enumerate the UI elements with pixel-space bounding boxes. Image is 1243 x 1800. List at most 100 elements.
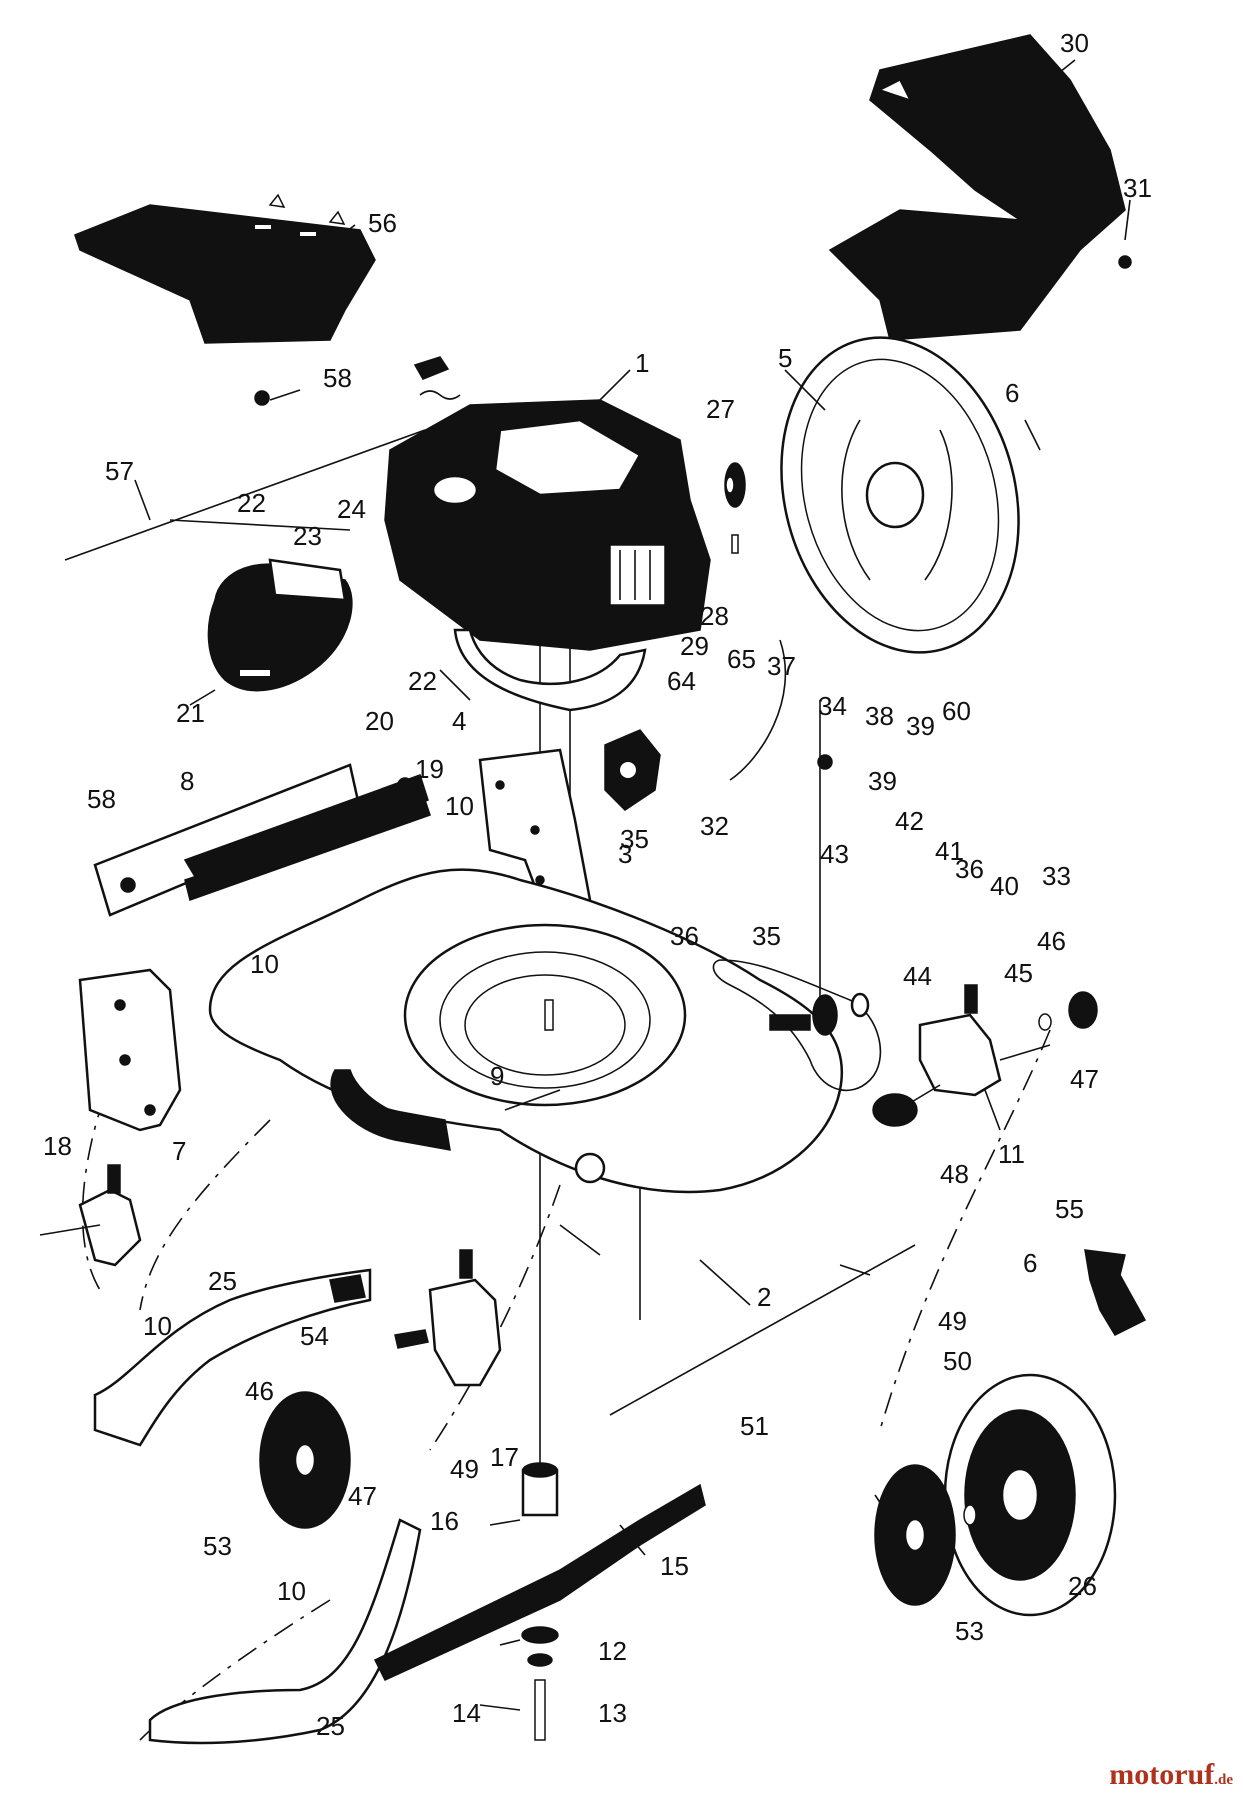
callout-label: 25 — [316, 1711, 345, 1741]
callout-label: 49 — [450, 1454, 479, 1484]
callout-label: 6 — [1023, 1248, 1037, 1278]
callout-label: 31 — [1123, 173, 1152, 203]
adjuster-plate-part-3 — [604, 729, 661, 811]
callout-label: 32 — [700, 811, 729, 841]
callout-label: 46 — [245, 1376, 274, 1406]
callout-label: 17 — [490, 1442, 519, 1472]
callout-label: 11 — [998, 1139, 1025, 1169]
callout-label: 33 — [1042, 861, 1071, 891]
callout-label: 30 — [1060, 28, 1089, 58]
grass-bag-cover — [74, 193, 376, 344]
callout-label: 48 — [940, 1159, 969, 1189]
drive-belt-and-gears — [712, 959, 1098, 1127]
callout-label: 46 — [1037, 926, 1066, 956]
blade-assembly — [373, 1462, 706, 1741]
callout-label: 36 — [955, 854, 984, 884]
callout-label: 12 — [598, 1636, 627, 1666]
callout-label: 29 — [680, 631, 709, 661]
callout-label: 16 — [430, 1506, 459, 1536]
callout-leader-lines — [134, 59, 1131, 1711]
watermark-brand: motoruf — [1109, 1758, 1215, 1791]
callout-label: 43 — [820, 839, 849, 869]
callout-label: 23 — [293, 521, 322, 551]
callout-label: 45 — [1004, 958, 1033, 988]
callout-label: 18 — [43, 1131, 72, 1161]
axle-assemblies — [39, 984, 1051, 1387]
callout-label: 47 — [348, 1481, 377, 1511]
callout-label: 39 — [868, 766, 897, 796]
callout-label: 9 — [490, 1061, 504, 1091]
callout-label: 40 — [990, 871, 1019, 901]
callout-label: 57 — [105, 456, 134, 486]
callout-label: 53 — [955, 1616, 984, 1646]
callout-label: 22 — [237, 488, 266, 518]
callout-label: 14 — [452, 1698, 481, 1728]
callout-label: 39 — [906, 711, 935, 741]
callout-label: 3 — [618, 839, 632, 869]
height-bracket-rear-left — [78, 968, 182, 1132]
callout-label: 24 — [337, 494, 366, 524]
rear-baffle-and-strip — [93, 763, 431, 917]
callout-label: 52 — [985, 1541, 1014, 1571]
callout-label: 20 — [365, 706, 394, 736]
callout-label: 54 — [300, 1321, 329, 1351]
callout-label: 65 — [727, 644, 756, 674]
callout-label: 8 — [180, 766, 194, 796]
rear-skirts — [93, 1268, 422, 1745]
callout-label: 5 — [778, 343, 792, 373]
callout-label: 7 — [172, 1136, 186, 1166]
callout-label: 42 — [895, 806, 924, 836]
motoruf-watermark: motoruf.de — [1109, 1758, 1233, 1792]
callout-label: 51 — [740, 1411, 769, 1441]
callout-label: 55 — [1055, 1194, 1084, 1224]
callout-labels: 1 2 3 4 5 6 6 7 8 9 10 10 10 10 10 11 12… — [43, 28, 1152, 1741]
callout-label: 22 — [408, 666, 437, 696]
callout-label: 64 — [667, 666, 696, 696]
callout-label: 58 — [87, 784, 116, 814]
callout-label: 15 — [660, 1551, 689, 1581]
callout-label: 21 — [176, 698, 205, 728]
callout-label: 19 — [415, 754, 444, 784]
callout-label: 37 — [767, 651, 796, 681]
pulley-part-27 — [724, 462, 746, 554]
callout-label: 49 — [938, 1306, 967, 1336]
callout-label: 6 — [1005, 378, 1019, 408]
callout-label: 53 — [203, 1531, 232, 1561]
callout-label: 2 — [757, 1282, 771, 1312]
callout-label: 34 — [818, 691, 847, 721]
engine — [384, 356, 711, 651]
rear-wheel-large — [780, 336, 1020, 654]
callout-label: 58 — [323, 363, 352, 393]
mulch-deflector — [207, 558, 353, 692]
callout-label: 35 — [620, 824, 649, 854]
callout-label: 10 — [143, 1311, 172, 1341]
callout-label: 4 — [452, 706, 466, 736]
mower-deck — [208, 868, 844, 1194]
callout-label: 44 — [903, 961, 932, 991]
engine-base-shroud — [453, 628, 647, 712]
callout-label: 35 — [752, 921, 781, 951]
callout-label: 1 — [635, 348, 649, 378]
watermark-suffix: .de — [1214, 1772, 1233, 1788]
callout-label: 10 — [277, 1576, 306, 1606]
rods-and-bolts — [64, 255, 1132, 1416]
callout-label: 56 — [368, 208, 397, 238]
callout-label: 10 — [445, 791, 474, 821]
callout-label: 10 — [250, 949, 279, 979]
callout-label: 41 — [935, 836, 964, 866]
rear-discharge-chute — [828, 34, 1126, 341]
callout-label: 26 — [1068, 1571, 1097, 1601]
callout-label: 28 — [700, 601, 729, 631]
callout-label: 50 — [943, 1346, 972, 1376]
callout-label: 47 — [1070, 1064, 1099, 1094]
callout-label: 27 — [706, 394, 735, 424]
front-wheels — [259, 1373, 1117, 1617]
callout-label: 60 — [942, 696, 971, 726]
callout-label: 36 — [670, 921, 699, 951]
callout-label: 25 — [208, 1266, 237, 1296]
handle-knob — [1084, 1249, 1147, 1336]
callout-label: 38 — [865, 701, 894, 731]
callout-label: 13 — [598, 1698, 627, 1728]
